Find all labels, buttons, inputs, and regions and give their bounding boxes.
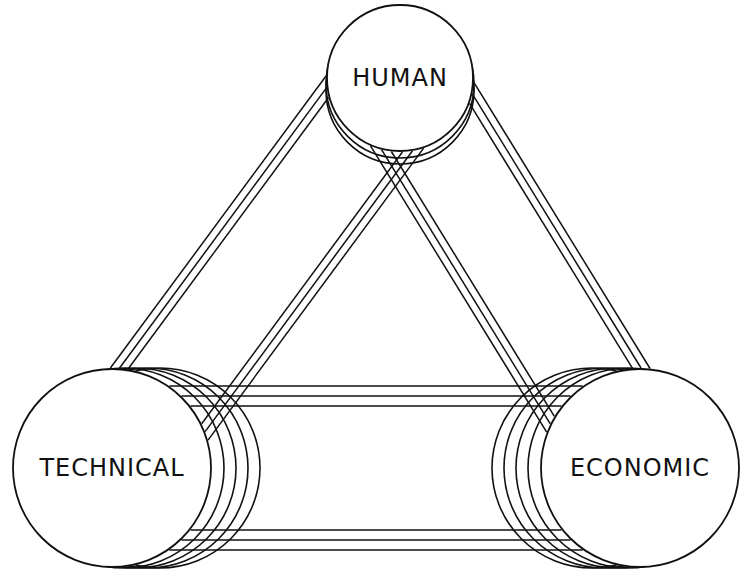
belt-line	[371, 146, 547, 432]
node-label: ECONOMIC	[570, 454, 710, 482]
front-disc	[327, 5, 473, 151]
belt-line	[205, 151, 412, 432]
belt-line	[382, 150, 551, 424]
belt-line	[190, 405, 561, 407]
belt-line	[110, 76, 326, 368]
label-holder: ECONOMIC	[540, 368, 740, 568]
label-holder: TECHNICAL	[12, 368, 212, 568]
pulley-circle: HUMAN	[326, 4, 474, 152]
belt-line	[470, 103, 633, 368]
belt-line	[472, 94, 641, 368]
front-disc	[13, 369, 211, 567]
pulley-circle: ECONOMIC	[540, 368, 740, 568]
belt-line	[190, 529, 561, 531]
belt-line	[169, 385, 583, 387]
belt-line	[181, 395, 570, 397]
belt-connector	[169, 386, 583, 550]
belt-line	[128, 97, 329, 369]
node-label: TECHNICAL	[39, 454, 184, 482]
belt-line	[474, 82, 650, 368]
front-disc	[541, 369, 739, 567]
belt-line	[119, 88, 326, 369]
belt-line	[181, 539, 570, 541]
node-label: HUMAN	[352, 64, 448, 92]
belt-line	[202, 152, 403, 424]
label-holder: HUMAN	[326, 4, 474, 152]
belt-line	[169, 549, 583, 551]
belt-line	[391, 151, 554, 416]
pulley-circle: TECHNICAL	[12, 368, 212, 568]
